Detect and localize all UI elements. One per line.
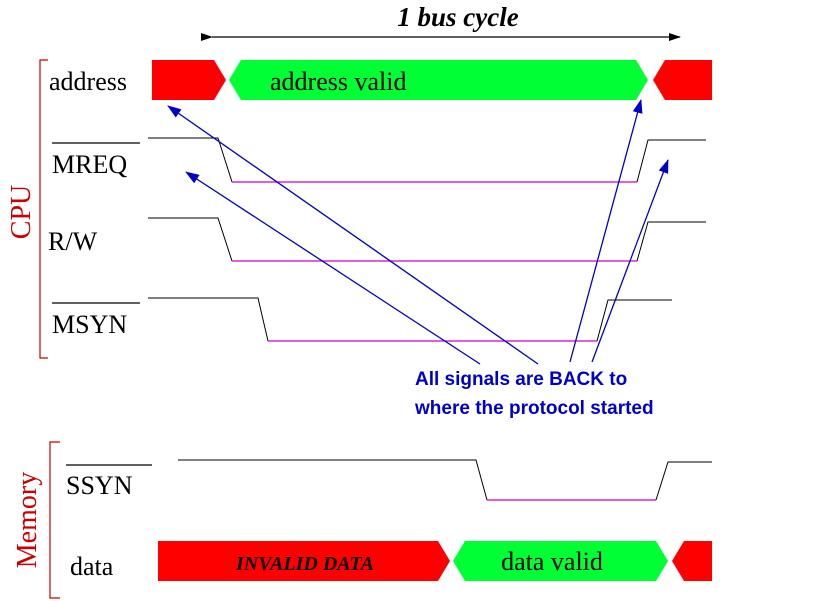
arrow-to-mreq-start	[185, 171, 481, 365]
signal-label-msyn: MSYN	[52, 310, 127, 339]
annotation-note: All signals are BACK to where the protoc…	[414, 369, 654, 419]
annotation-line-1: All signals are BACK to	[415, 369, 627, 390]
invalid-data-label: INVALID DATA	[235, 553, 374, 575]
rw-waveform	[148, 217, 706, 262]
signal-label-data: data	[70, 552, 114, 581]
memory-bracket	[49, 441, 60, 599]
cpu-group: CPU	[6, 59, 48, 359]
signal-label-address: address	[49, 67, 127, 96]
bus-cycle-title: 1 bus cycle	[397, 2, 518, 32]
signal-label-rw: R/W	[48, 227, 98, 256]
data-valid-label: data valid	[501, 547, 603, 576]
cpu-bracket	[39, 59, 48, 359]
address-invalid-end	[653, 60, 712, 100]
arrow-to-address-end	[569, 99, 643, 363]
data-bus: INVALID DATA data valid	[158, 541, 712, 581]
memory-label: Memory	[12, 472, 43, 568]
annotation-line-2: where the protocol started	[414, 398, 654, 419]
bus-cycle-span: 1 bus cycle	[201, 2, 681, 41]
arrow-to-mreq-end	[591, 159, 669, 363]
arrow-to-address-start	[167, 105, 539, 365]
memory-group: Memory	[12, 441, 60, 599]
signal-label-mreq: MREQ	[52, 150, 127, 179]
annotation-arrows	[167, 99, 669, 365]
address-valid-label: address valid	[270, 67, 406, 96]
ssyn-waveform	[178, 459, 712, 501]
address-valid-segment	[229, 60, 648, 100]
cpu-label: CPU	[6, 185, 37, 239]
msyn-waveform	[148, 297, 672, 342]
address-invalid-start	[152, 60, 226, 100]
data-invalid-segment	[158, 541, 450, 581]
address-bus: address valid	[152, 60, 712, 100]
mreq-waveform	[148, 137, 706, 183]
data-invalid-end	[672, 541, 712, 581]
data-valid-segment	[453, 541, 668, 581]
signal-label-ssyn: SSYN	[66, 471, 133, 500]
